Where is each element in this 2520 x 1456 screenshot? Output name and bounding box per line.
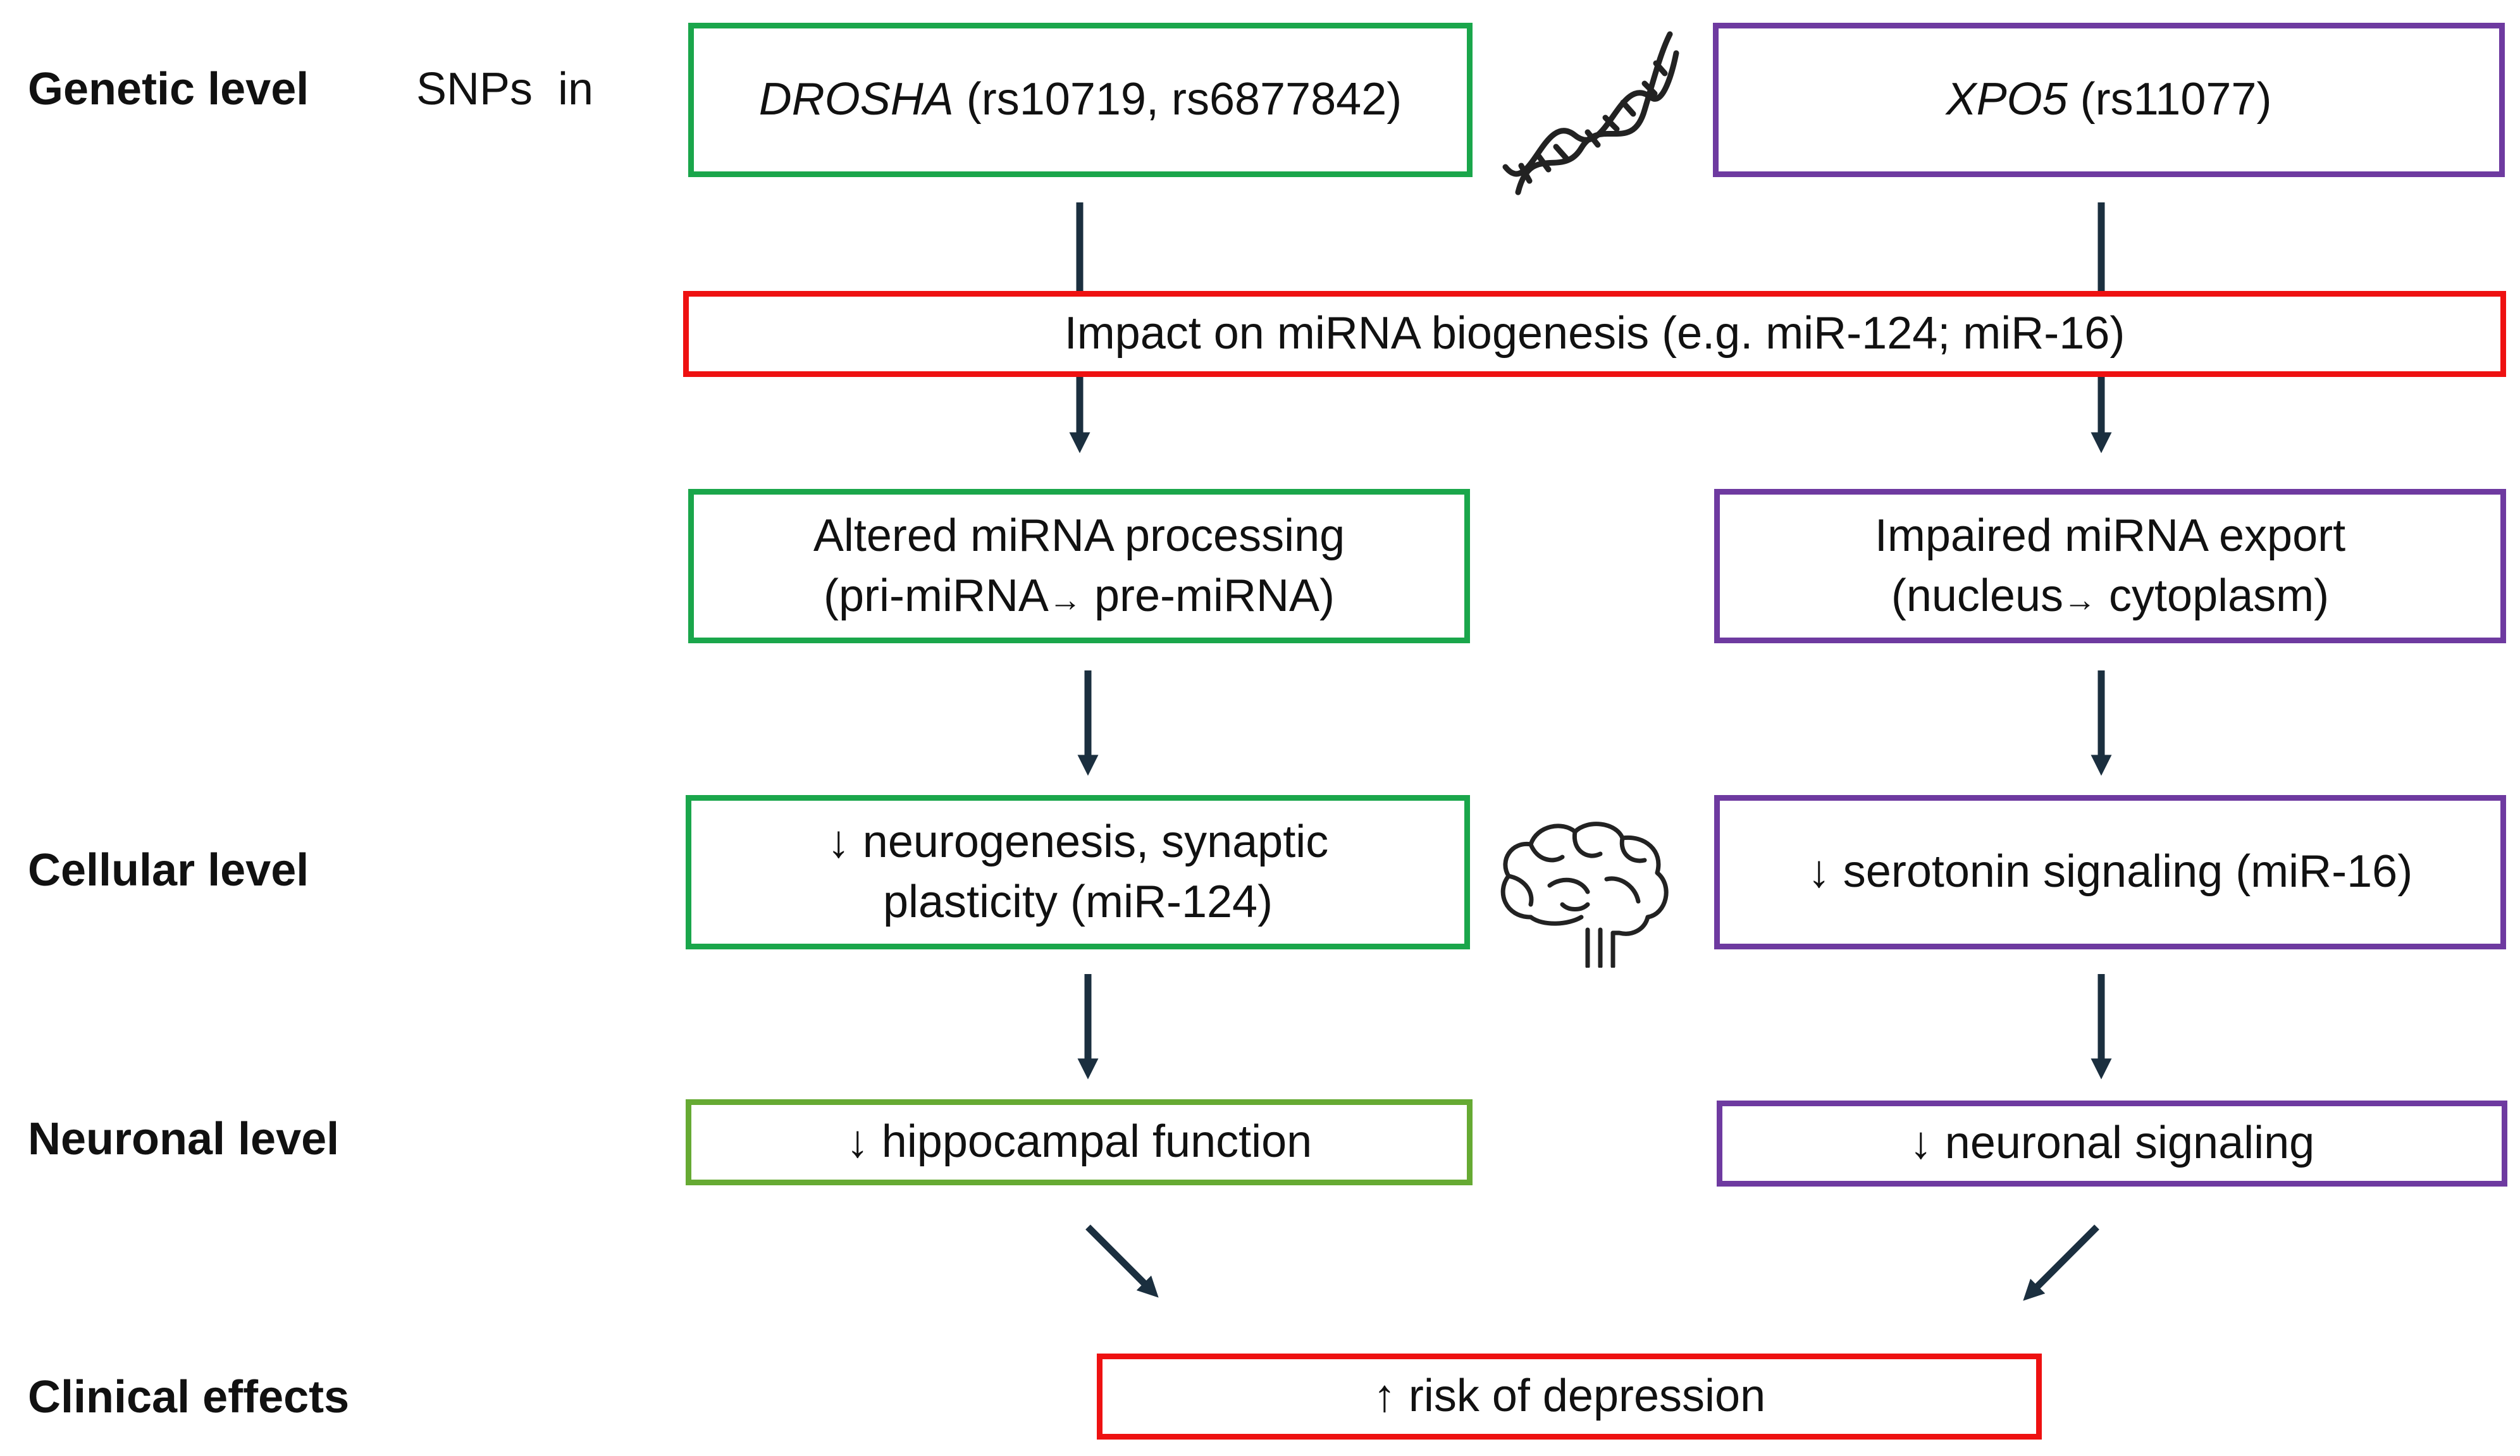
xpo5-variants: (rs11077): [2067, 74, 2272, 125]
brain-icon: [1500, 822, 1669, 968]
drosha-variants: (rs10719, rs6877842): [953, 74, 1402, 125]
neuronal-level-label: Neuronal level: [28, 1114, 340, 1164]
drosha-gene-box: DROSHA (rs10719, rs6877842): [688, 23, 1473, 177]
drosha-processing-box: Altered miRNA processing (pri-miRNA→ pre…: [688, 489, 1470, 643]
drosha-processing-arrow: →: [1048, 582, 1082, 619]
clinical-effects-label: Clinical effects: [28, 1372, 350, 1422]
dna-helix-icon: [1502, 31, 1679, 195]
xpo5-cellular-box: ↓ serotonin signaling (miR-16): [1714, 795, 2506, 949]
drosha-cellular-box: ↓ neurogenesis, synaptic plasticity (miR…: [686, 795, 1470, 949]
mirna-biogenesis-impact-box: Impact on miRNA biogenesis (e.g. miR-124…: [683, 291, 2506, 377]
arrow-hippocampal-to-clinical: [1085, 1225, 1159, 1298]
drosha-gene-name: DROSHA: [758, 74, 954, 125]
drosha-processing-line2b: pre-miRNA): [1081, 571, 1335, 621]
drosha-cellular-line1: ↓ neurogenesis, synaptic: [827, 816, 1329, 867]
xpo5-export-line2a: (nucleus: [1891, 571, 2064, 621]
hippocampal-function-box: ↓ hippocampal function: [686, 1099, 1473, 1185]
cellular-level-label: Cellular level: [28, 845, 309, 896]
xpo5-export-line1: Impaired miRNA export: [1874, 510, 2346, 561]
depression-risk-box: ↑ risk of depression: [1097, 1354, 2042, 1440]
arrow-neuronal-to-clinical: [2023, 1225, 2099, 1301]
neuronal-signaling-box: ↓ neuronal signaling: [1717, 1101, 2507, 1187]
genetic-level-label: Genetic level: [28, 64, 309, 114]
drosha-processing-line2a: (pri-miRNA: [824, 571, 1049, 621]
xpo5-export-arrow: →: [2063, 582, 2097, 619]
drosha-processing-line1: Altered miRNA processing: [813, 510, 1345, 561]
xpo5-export-line2b: cytoplasm): [2096, 571, 2330, 621]
drosha-cellular-line2: plasticity (miR-124): [882, 877, 1273, 927]
xpo5-export-box: Impaired miRNA export (nucleus→ cytoplas…: [1714, 489, 2506, 643]
snps-prefix: SNPs in: [416, 64, 594, 114]
xpo5-gene-name: XPO5: [1946, 74, 2068, 125]
xpo5-gene-box: XPO5 (rs11077): [1713, 23, 2505, 177]
